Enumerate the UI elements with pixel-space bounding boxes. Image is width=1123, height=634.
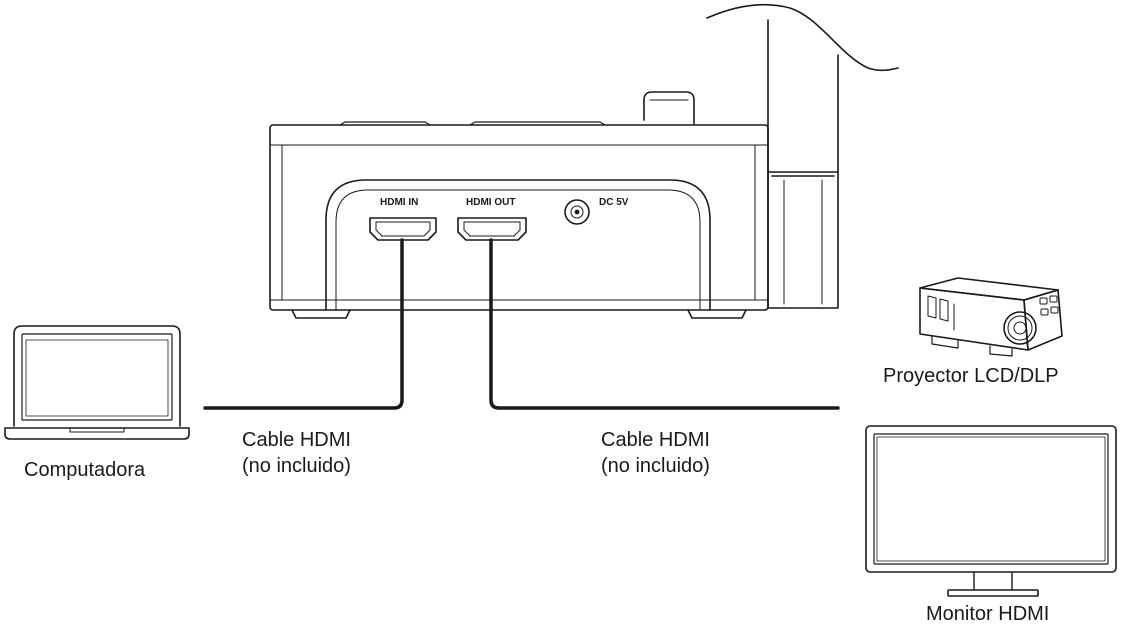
cable-right-label-line2: (no incluido) [601, 455, 710, 477]
hdmi-out-label: HDMI OUT [466, 197, 515, 208]
projector-icon [919, 277, 1063, 357]
camera-arm [706, 3, 899, 309]
laptop-icon [4, 325, 190, 440]
cable-hdmi-out-line [489, 238, 840, 410]
hdmi-out-port [457, 217, 527, 241]
cable-left-label-line2: (no incluido) [242, 455, 351, 477]
document-camera-base [269, 91, 769, 319]
cable-hdmi-in-line [203, 238, 404, 410]
dc-5v-label: DC 5V [599, 197, 629, 208]
projector-label: Proyector LCD/DLP [883, 365, 1059, 387]
hdmi-cables [203, 238, 840, 410]
cable-left-label-line1: Cable HDMI [242, 429, 351, 451]
dc-jack [564, 199, 590, 225]
monitor-icon [865, 425, 1117, 597]
cable-right-label-line1: Cable HDMI [601, 429, 710, 451]
monitor-label: Monitor HDMI [926, 603, 1050, 625]
hdmi-in-label: HDMI IN [380, 197, 418, 208]
hdmi-in-port [369, 217, 437, 241]
computer-label: Computadora [24, 459, 146, 481]
